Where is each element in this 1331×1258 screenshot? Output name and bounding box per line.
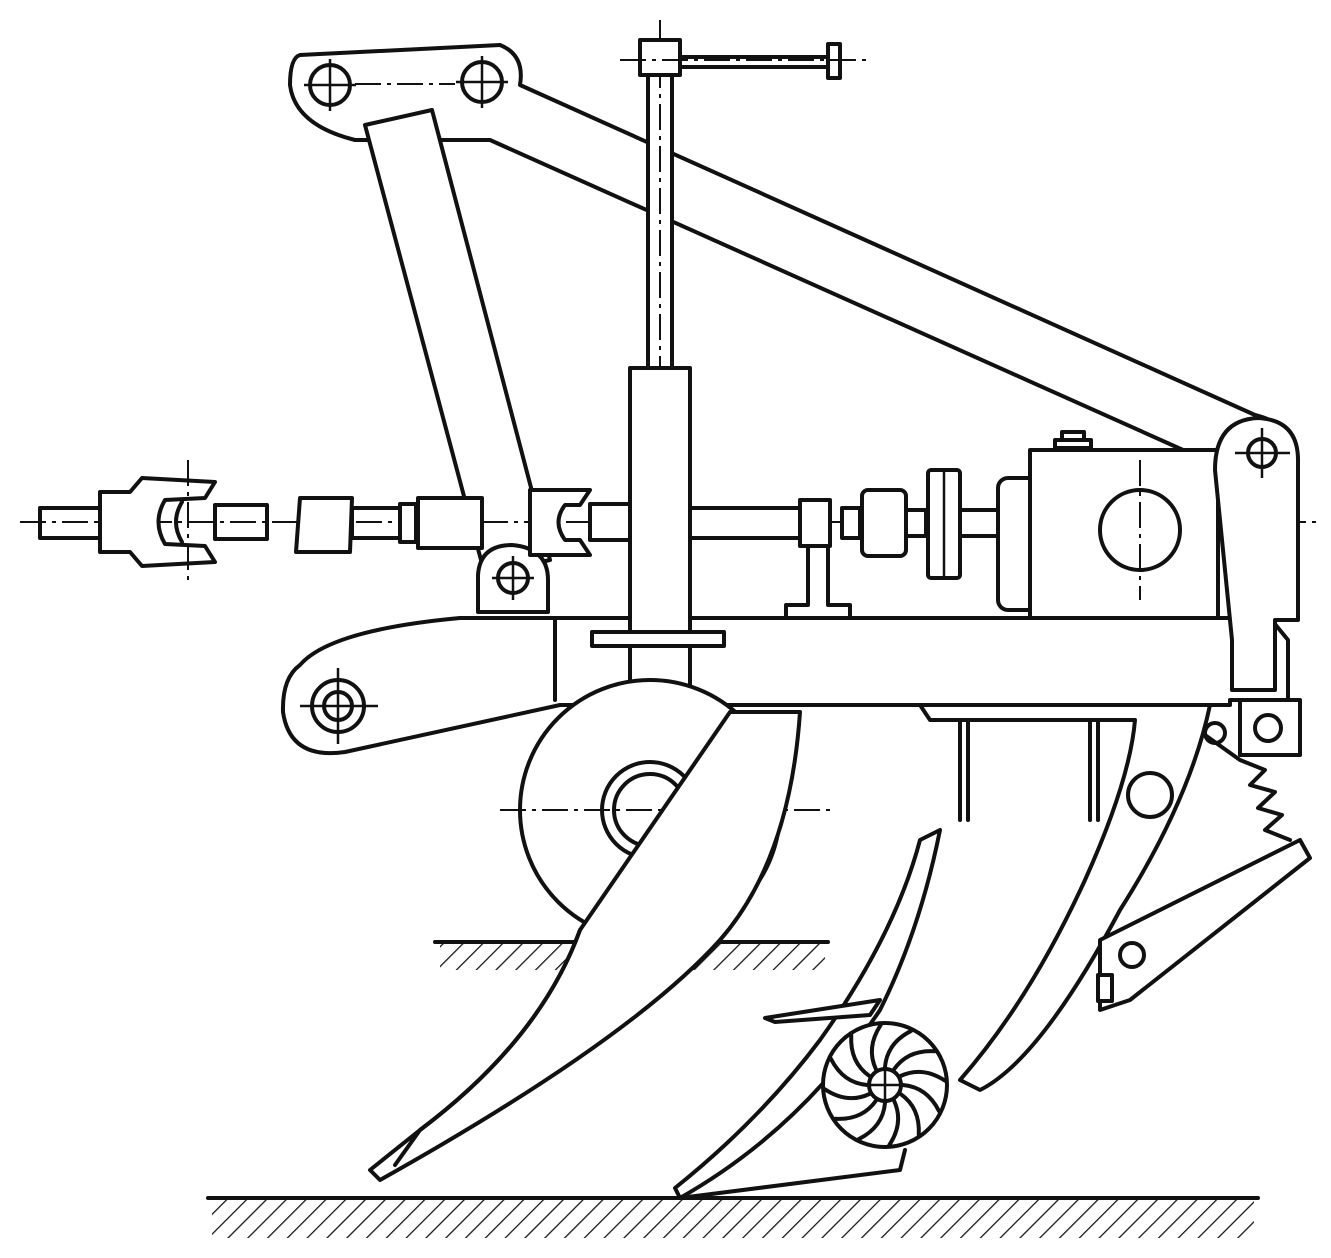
rear-upper-pivot <box>1213 416 1300 692</box>
cutter-tooth <box>869 1023 883 1072</box>
spring-tension-arm <box>1096 698 1312 1012</box>
cutter-tooth <box>887 1098 901 1147</box>
universal-joint-rear <box>528 488 592 557</box>
main-frame-beam <box>280 616 1290 756</box>
universal-joint-front <box>98 476 217 568</box>
rotary-cutter <box>821 1021 949 1149</box>
shaft-section <box>294 496 354 554</box>
diagonal-strut <box>363 108 552 577</box>
cutter-tooth <box>833 1098 878 1121</box>
rear-subsoiler-shank <box>918 703 1212 1092</box>
cutter-tooth <box>898 1069 947 1083</box>
cutter-tooth <box>892 1049 937 1072</box>
cutter-tooth <box>849 1033 872 1078</box>
ground-surface-lower <box>206 1196 1260 1238</box>
gearbox <box>996 430 1220 620</box>
cutter-tooth <box>823 1087 872 1101</box>
cutter-tooth <box>898 1092 921 1137</box>
strut-lower-bracket <box>476 543 550 614</box>
adjust-nut <box>638 38 682 77</box>
